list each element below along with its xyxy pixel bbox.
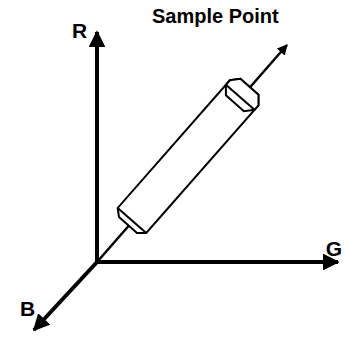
axis-label: B <box>20 298 35 319</box>
sample-vector <box>97 45 287 262</box>
r-axis <box>95 32 99 264</box>
b-axis <box>34 261 98 330</box>
g-axis <box>95 260 338 264</box>
cylinder <box>114 74 264 237</box>
axis-label: R <box>72 20 87 41</box>
sample-point-label: Sample Point <box>152 6 279 26</box>
axis-label: G <box>326 238 342 259</box>
